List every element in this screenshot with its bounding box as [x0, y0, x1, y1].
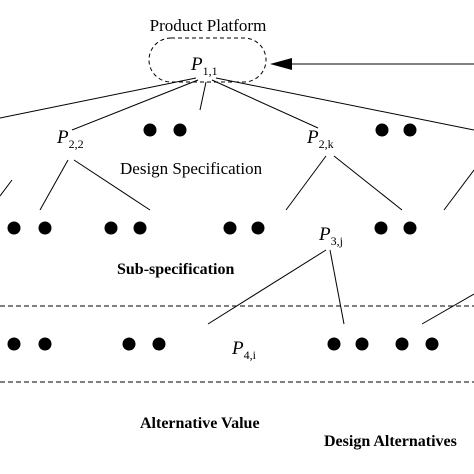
node-p22: P2,2: [56, 127, 84, 151]
node-p2k: P2,k: [306, 127, 334, 151]
node-p22-base: P: [56, 127, 69, 148]
level3-dots: [7, 221, 417, 235]
node-p2k-base: P: [306, 127, 319, 148]
design-specification-label: Design Specification: [120, 159, 263, 178]
node-p3j-sub: 3,j: [331, 234, 343, 248]
node-p4i: P4,i: [231, 338, 257, 362]
platform-dashed-outline: [148, 37, 267, 83]
node-p2k-sub: 2,k: [319, 137, 334, 151]
sub-specification-label: Sub-specification: [117, 261, 234, 278]
node-p11: P1,1: [190, 54, 218, 78]
node-p4i-base: P: [231, 338, 244, 359]
node-p4i-sub: 4,i: [244, 348, 257, 362]
node-p3j-base: P: [318, 224, 331, 245]
level3-branches: [207, 249, 474, 325]
node-p3j: P3,j: [318, 224, 343, 248]
alternative-value-label: Alternative Value: [140, 415, 260, 432]
platform-branches: [0, 77, 474, 131]
platform-title: Product Platform: [150, 16, 267, 35]
feedback-arrow-head: [270, 58, 292, 70]
level4-dots: [7, 337, 439, 351]
level2-branches: [0, 155, 474, 211]
level2-dots: [143, 123, 417, 137]
node-p11-sub: 1,1: [203, 64, 218, 78]
design-alternatives-label: Design Alternatives: [324, 433, 457, 450]
node-p11-base: P: [190, 54, 203, 75]
node-p22-sub: 2,2: [69, 137, 84, 151]
